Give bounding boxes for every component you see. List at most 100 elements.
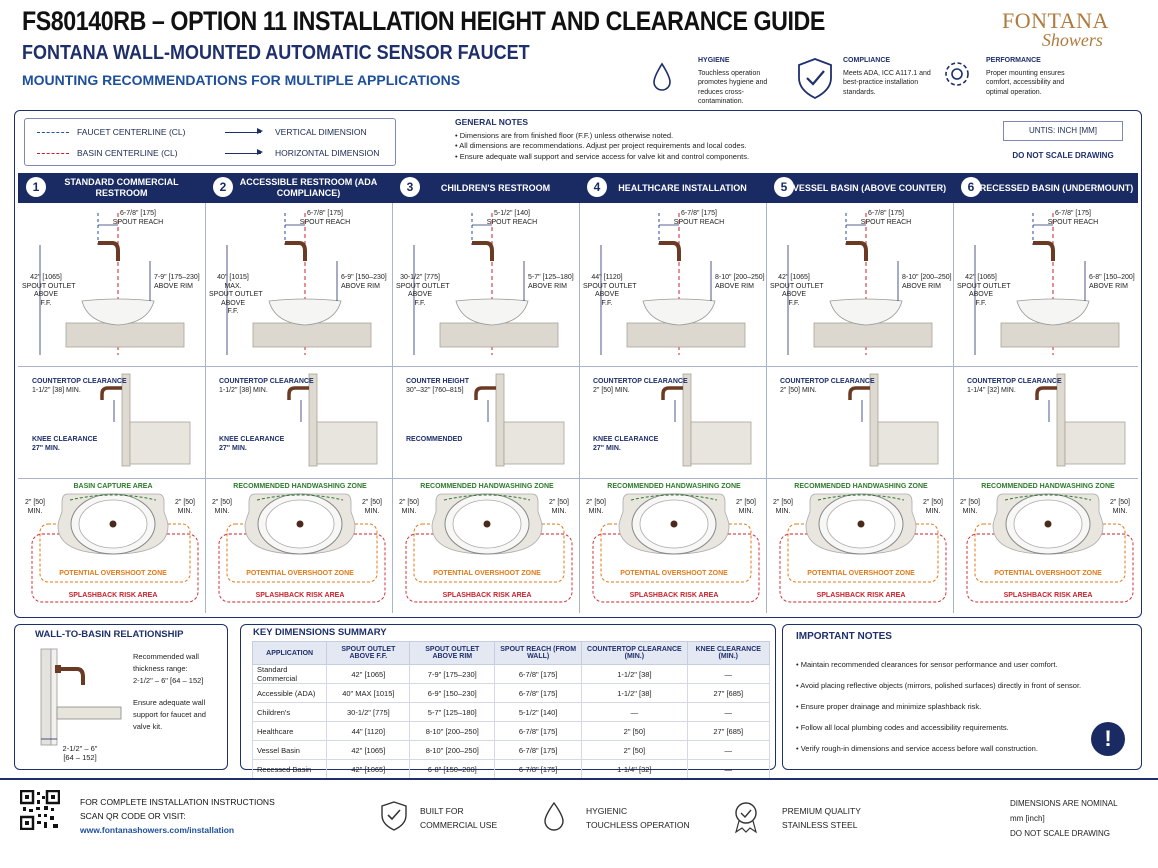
feature-title: PERFORMANCE: [986, 57, 1041, 64]
side-clearance-left: 2" [50]MIN.: [20, 499, 50, 516]
faucet: [1033, 241, 1055, 261]
section-faucet: [100, 386, 122, 400]
handwashing-zone: [630, 494, 718, 501]
drain: [483, 520, 491, 528]
column-divider: [953, 203, 954, 613]
knee-value: 27" MIN.: [32, 444, 60, 452]
height-value: 40" [1015]: [217, 274, 249, 281]
height-caption: F.F.: [40, 299, 52, 307]
table-cell: 27" [685]: [686, 683, 771, 703]
footer-premium: PREMIUM QUALITY: [782, 806, 861, 816]
general-note: • All dimensions are recommendations. Ad…: [455, 141, 747, 150]
spout-reach-value: 6-7/8" [175]: [1055, 210, 1091, 217]
overshoot-label: POTENTIAL OVERSHOOT ZONE: [246, 570, 354, 577]
countertop: [1000, 322, 1120, 348]
wall-text-1b: 2-1/2" – 6" [64 – 152]: [133, 676, 204, 685]
wall-basin-panel: WALL-TO-BASIN RELATIONSHIP Recommended w…: [14, 624, 228, 770]
spout-reach-value: 6-7/8" [175]: [868, 210, 904, 217]
important-item: • Ensure proper drainage and minimize sp…: [796, 702, 982, 711]
table-cell: 1-1/2" [38]: [581, 683, 688, 703]
height-caption: ABOVE: [33, 291, 59, 298]
column-divider: [766, 203, 767, 613]
brand-name: FONTANA: [1002, 8, 1109, 33]
spout-reach-value: 6-7/8" [175]: [307, 210, 343, 217]
plan-drawing: [31, 493, 199, 603]
side-value: 2" [50]: [549, 499, 569, 506]
table-cell: —: [686, 664, 771, 684]
countertop-value: 1-1/2" [38] MIN.: [32, 386, 81, 394]
counter-block: [690, 421, 752, 465]
wall: [121, 373, 131, 467]
table-cell: 42" [1065]: [326, 759, 411, 779]
zone-label: RECOMMENDED HANDWASHING ZONE: [233, 483, 367, 490]
countertop-caption: COUNTERTOP CLEARANCE: [219, 378, 314, 385]
column-divider: [579, 203, 580, 613]
general-note: • Ensure adequate wall support and servi…: [455, 151, 750, 161]
faucet: [659, 241, 681, 261]
side-value: 2" [50]: [399, 499, 419, 506]
countertop-caption: COUNTER HEIGHT: [406, 378, 469, 385]
elevation-drawing: [600, 213, 746, 355]
feature-text: Meets ADA, ICC A117.1 and best-practice …: [843, 69, 931, 96]
wall-basin-title: WALL-TO-BASIN RELATIONSHIP: [35, 629, 184, 640]
table-cell: 2" [50]: [581, 721, 688, 741]
general-notes: GENERAL NOTES • Dimensions are from fini…: [455, 117, 925, 162]
column-number: 5: [774, 177, 794, 197]
height-caption: F.F.: [975, 299, 987, 307]
drain: [109, 520, 117, 528]
side-min: MIN.: [214, 507, 230, 515]
table-cell: 27" [685]: [686, 721, 771, 741]
footer-commercial-use: COMMERCIAL USE: [420, 820, 498, 830]
summary-col-header: KNEE CLEARANCE (MIN.): [686, 641, 771, 665]
spout-reach-label: 6-7/8" [175]SPOUT REACH: [1023, 210, 1123, 227]
table-cell: 1-1/4" [32]: [581, 759, 688, 779]
height-caption: ABOVE: [968, 291, 994, 298]
rim-value: 6-9" [150–230]: [341, 274, 387, 281]
side-clearance-left: 2" [50]MIN.: [581, 499, 611, 516]
splashback-label: SPLASHBACK RISK AREA: [1003, 592, 1093, 599]
brand-script: Showers: [1041, 30, 1103, 50]
feature-title: COMPLIANCE: [843, 57, 891, 64]
height-caption: ABOVE: [407, 291, 433, 298]
table-cell: 5-1/2" [140]: [494, 702, 583, 722]
column-title: HEALTHCARE INSTALLATION: [618, 182, 747, 193]
height-caption: SPOUT OUTLET: [22, 282, 76, 290]
table-cell: 40" MAX [1015]: [326, 683, 411, 703]
footer: [0, 778, 1158, 868]
table-cell: 2" [50]: [581, 740, 688, 760]
summary-col-header: SPOUT OUTLET ABOVE F.F.: [326, 641, 411, 665]
side-min: MIN.: [1112, 507, 1128, 515]
splashback-label: SPLASHBACK RISK AREA: [68, 592, 158, 599]
table-cell: 7-9" [175–230]: [409, 664, 496, 684]
spout-reach-value: 5-1/2" [140]: [494, 210, 530, 217]
wall: [308, 373, 318, 467]
side-value: 2" [50]: [773, 499, 793, 506]
table-cell: —: [686, 702, 771, 722]
height-caption: MAX.: [224, 282, 242, 290]
zone-label: RECOMMENDED HANDWASHING ZONE: [607, 483, 741, 490]
knee-caption: RECOMMENDED: [406, 436, 463, 443]
footer-url[interactable]: www.fontanashowers.com/installation: [80, 825, 235, 835]
important-title: IMPORTANT NOTES: [796, 631, 892, 642]
height-caption: SPOUT OUTLET: [396, 282, 450, 290]
table-cell: 8-10" [200–250]: [409, 740, 496, 760]
column-number: 3: [400, 177, 420, 197]
column-header-bar: [18, 173, 1138, 203]
handwashing-zone: [443, 494, 531, 501]
height-value: 30-1/2" [775]: [400, 274, 440, 281]
section-faucet: [661, 386, 683, 400]
side-min: MIN.: [775, 507, 791, 515]
section-drawing: [1035, 373, 1126, 467]
